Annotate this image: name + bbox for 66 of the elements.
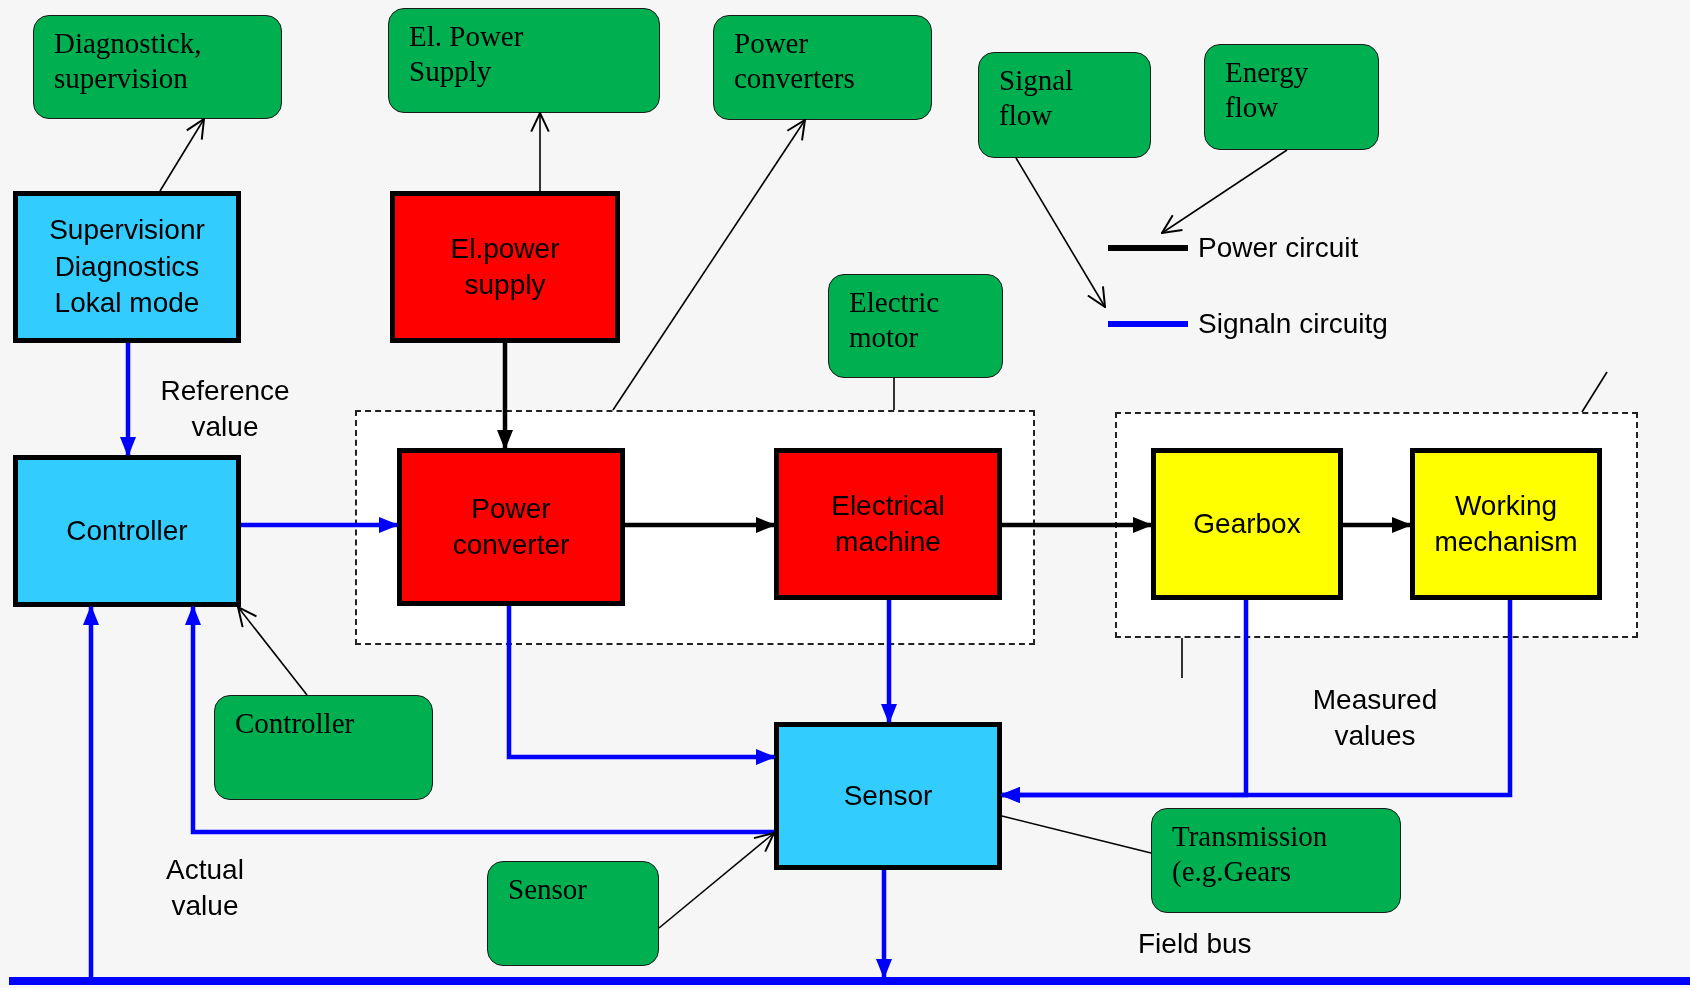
leader-arrow	[237, 606, 308, 696]
callout-text: Transmission (e.g.Gears	[1172, 819, 1329, 889]
block-label: El.power supply	[449, 231, 561, 302]
arrow	[881, 600, 897, 724]
leader-line	[893, 377, 895, 411]
callout-box	[487, 861, 659, 966]
arrow	[625, 517, 776, 533]
arrow	[1000, 600, 1513, 803]
block-label: Power converter	[451, 491, 571, 562]
arrow	[241, 517, 399, 533]
block-label: Working mechanism	[1433, 488, 1579, 559]
callout-box	[978, 52, 1151, 158]
process-block	[1410, 448, 1602, 600]
dashed-group-frame	[355, 410, 1035, 645]
block-label: Supervisionr Diagnostics Lokal mode	[48, 213, 206, 321]
callout-box	[33, 15, 282, 119]
callout-box	[388, 8, 660, 113]
callout-text: Power converters	[734, 26, 856, 96]
process-block	[13, 191, 241, 343]
callout-text: Controller	[235, 706, 355, 741]
legend-text: Power circuit	[1198, 232, 1359, 264]
leader-arrow	[1015, 157, 1106, 308]
process-block	[13, 455, 241, 607]
leader-arrow	[658, 832, 775, 929]
leader-arrow	[612, 119, 806, 411]
edge-label: Measured values	[1311, 683, 1439, 754]
edge-label: Actual value	[165, 853, 245, 924]
callout-text: El. Power Supply	[409, 19, 525, 89]
block-label: Controller	[66, 513, 188, 548]
arrow	[1343, 517, 1412, 533]
block-label: Sensor	[843, 778, 933, 813]
callout-box	[828, 274, 1003, 378]
process-block	[774, 448, 1002, 600]
arrow	[876, 870, 892, 979]
process-block	[774, 722, 1002, 870]
process-block	[390, 191, 620, 343]
arrow	[497, 343, 513, 450]
leader-arrow	[159, 118, 205, 192]
field-bus-bar	[9, 977, 1690, 985]
leader-arrow	[530, 112, 550, 192]
leader-arrow	[1161, 149, 1288, 234]
leader-line	[1581, 371, 1608, 413]
process-block	[397, 448, 625, 606]
callout-box	[1204, 44, 1379, 150]
dashed-group-frame	[1115, 412, 1638, 638]
callout-text: Energy flow	[1225, 55, 1310, 125]
leader-line	[1181, 637, 1183, 679]
callout-text: Sensor	[508, 872, 587, 907]
leader-line	[1001, 815, 1152, 854]
callout-text: Electric motor	[849, 285, 941, 355]
arrow	[185, 605, 774, 835]
callout-box	[713, 15, 932, 120]
arrow	[506, 606, 776, 765]
block-label: Electrical machine	[830, 488, 946, 559]
arrow	[120, 343, 136, 457]
bus-label: Field bus	[1138, 927, 1252, 961]
process-block	[1151, 448, 1343, 600]
callout-text: Diagnostick, supervision	[54, 26, 203, 96]
arrow	[83, 605, 99, 977]
callout-text: Signal flow	[999, 63, 1075, 133]
edge-label: Reference value	[159, 374, 291, 445]
callout-box	[1151, 808, 1401, 913]
legend-text: Signaln circuitg	[1198, 308, 1388, 340]
callout-box	[214, 695, 433, 800]
arrow	[1002, 517, 1153, 533]
block-label: Gearbox	[1193, 506, 1301, 541]
